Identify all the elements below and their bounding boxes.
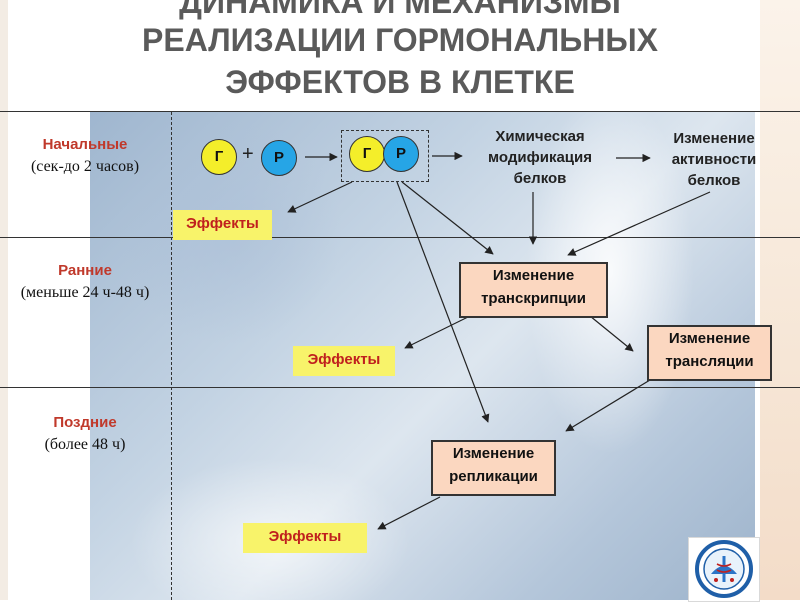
phase-early: Ранние (меньше 24 ч-48 ч)	[0, 260, 170, 304]
effects-late: Эффекты	[243, 523, 367, 553]
complex-receptor-circle: Р	[383, 136, 419, 172]
divider-initial-early	[0, 237, 800, 238]
arrow-transcription-to-effects-early	[404, 315, 471, 349]
left-edge-decoration	[0, 0, 8, 600]
divider-title	[0, 111, 800, 112]
right-edge-decoration	[760, 0, 800, 600]
arrow-complex-to-replication	[396, 181, 490, 423]
activity-change-label: Изменение активности белков	[671, 130, 757, 189]
phase-initial-name: Начальные	[42, 136, 128, 153]
receptor-circle: Р	[261, 140, 297, 176]
translation-box: Изменение трансляции	[647, 325, 772, 381]
hormone-circle: Г	[201, 139, 237, 175]
complex-hormone-circle: Г	[349, 136, 385, 172]
arrow-replication-to-effects-late	[377, 496, 441, 530]
phase-late-name: Поздние	[53, 414, 117, 431]
arrow-transcription-to-translation	[589, 315, 634, 352]
arrow-activity-to-transcription	[567, 191, 711, 256]
arrow-complex-to-effects-initial	[287, 181, 353, 213]
title-line-0: ДИНАМИКА И МЕХАНИЗМЫ	[179, 0, 621, 20]
phase-late-time: (более 48 ч)	[44, 436, 126, 453]
phase-column-divider	[171, 112, 172, 600]
dna-background-image	[90, 112, 755, 600]
hormone-receptor-complex	[341, 130, 429, 182]
title-line-1: РЕАЛИЗАЦИИ ГОРМОНАЛЬНЫХ	[142, 22, 658, 58]
replication-box: Изменение репликации	[431, 440, 556, 496]
title-line-2: ЭФФЕКТОВ В КЛЕТКЕ	[225, 64, 575, 100]
effects-early: Эффекты	[293, 346, 395, 376]
logo-emblem-icon	[695, 540, 753, 598]
phase-initial: Начальные (сек-до 2 часов)	[0, 134, 170, 178]
institution-logo	[688, 537, 760, 602]
phase-initial-time: (сек-до 2 часов)	[30, 158, 140, 175]
phase-late: Поздние (более 48 ч)	[0, 412, 170, 456]
arrow-translation-to-replication	[565, 379, 651, 432]
transcription-box: Изменение транскрипции	[459, 262, 608, 318]
chem-modification-label: Химическая модификация белков	[488, 128, 592, 187]
divider-early-late	[0, 387, 800, 388]
arrow-complex-to-transcription	[401, 181, 494, 255]
effects-initial: Эффекты	[173, 210, 272, 240]
phase-early-time: (меньше 24 ч-48 ч)	[20, 284, 150, 301]
phase-early-name: Ранние	[58, 262, 112, 279]
plus-sign: +	[242, 143, 254, 165]
